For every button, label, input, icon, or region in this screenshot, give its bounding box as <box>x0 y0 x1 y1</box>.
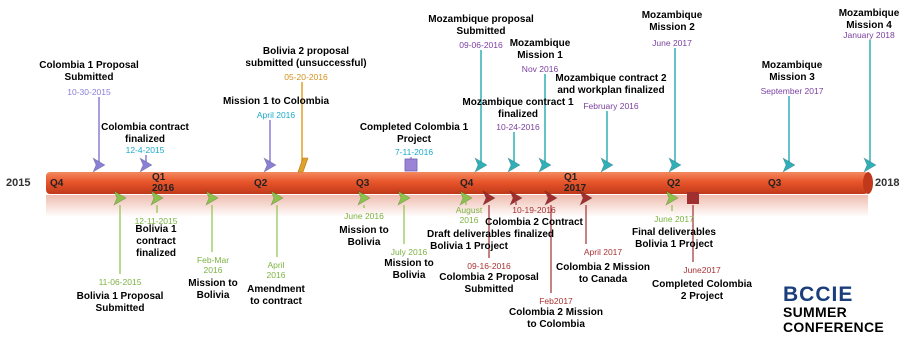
marker-moz-mission4 <box>863 157 877 173</box>
logo-line2: SUMMER <box>783 304 848 320</box>
marker-completed-colombia2 <box>687 192 699 204</box>
quarter-label: Q2 <box>667 178 681 189</box>
date-moz-mission1: Nov 2016 <box>521 64 559 74</box>
marker-mission1-colombia <box>263 157 277 173</box>
label-bolivia2-proposal: Bolivia 2 proposal submitted (unsuccessf… <box>245 46 367 69</box>
timeline-bar-reflection <box>46 195 868 217</box>
marker-colombia-contract <box>139 157 153 173</box>
label-draft-deliverables: Draft deliverables Bolivia 1 Project <box>427 229 511 252</box>
bccie-logo: BCCIE SUMMER CONFERENCE <box>783 283 901 335</box>
label-moz-contract1: Mozambique contract 1 finalized <box>462 97 574 120</box>
date-bolivia1-proposal: 11-06-2015 <box>98 277 142 287</box>
marker-bolivia1-proposal <box>113 190 127 206</box>
quarter-label: Q4 <box>460 178 474 189</box>
label-moz-contract2: Mozambique contract 2 and workplan final… <box>555 73 667 96</box>
label-moz-mission2: Mozambique Mission 2 <box>641 10 703 33</box>
date-moz-contract2: February 2016 <box>583 101 639 111</box>
quarter-label: Q4 <box>50 178 64 189</box>
label-colombia1-proposal: Colombia 1 Proposal Submitted <box>39 60 139 83</box>
marker-mission-bolivia-june <box>357 190 371 206</box>
label-colombia-contract: Colombia contract finalized <box>101 122 189 145</box>
quarter-label: Q1 2016 <box>152 172 175 194</box>
label-colombia2-mission-canada: Colombia 2 Mission to Canada <box>556 262 650 285</box>
label-mission1-colombia: Mission 1 to Colombia <box>222 96 330 107</box>
date-colombia2-mission-canada: April 2017 <box>583 247 623 257</box>
label-mission-bolivia-july: Mission to Bolivia <box>384 258 434 281</box>
quarter-label: Q1 2017 <box>564 172 587 194</box>
label-colombia2-contract: Colombia 2 Contract finalized <box>485 217 583 240</box>
year-label-start: 2015 <box>6 177 31 189</box>
marker-colombia2-mission-canada <box>579 190 593 206</box>
timeline-bar <box>46 172 868 194</box>
date-amendment: April 2016 <box>266 260 286 280</box>
label-moz-mission4: Mozambique Mission 4 <box>838 8 900 31</box>
date-mission1-colombia: April 2016 <box>256 110 296 120</box>
marker-colombia2-proposal <box>482 190 496 206</box>
quarter-label: Q3 <box>356 178 370 189</box>
date-colombia2-proposal: 09-16-2016 <box>467 261 511 271</box>
label-bolivia1-proposal: Bolivia 1 Proposal Submitted <box>76 291 164 314</box>
logo-line1: BCCIE <box>783 283 854 306</box>
date-colombia2-mission-colombia: Feb2017 <box>539 296 573 306</box>
date-completed-colombia1: 7-11-2016 <box>394 147 434 157</box>
label-amendment: Amendment to contract <box>247 284 305 307</box>
date-mission-bolivia-july: July 2016 <box>390 247 428 257</box>
date-bolivia2-proposal: 05-20-2016 <box>284 72 328 82</box>
date-colombia1-proposal: 10-30-2015 <box>67 87 111 97</box>
timeline-bar-end <box>863 172 873 194</box>
marker-completed-colombia1 <box>404 158 418 172</box>
date-mission-bolivia-june: June 2016 <box>344 211 384 221</box>
logo-line3: CONFERENCE <box>783 319 885 335</box>
label-colombia2-proposal: Colombia 2 Proposal Submitted <box>439 272 539 295</box>
marker-bolivia2-proposal <box>297 157 309 173</box>
label-mission-bolivia-june: Mission to Bolivia <box>339 225 389 248</box>
date-colombia-contract: 12-4-2015 <box>125 145 165 155</box>
date-moz-mission3: September 2017 <box>760 86 824 96</box>
year-label-end: 2018 <box>875 177 900 189</box>
date-moz-proposal: 09-06-2016 <box>459 40 503 50</box>
date-moz-contract1: 10-24-2016 <box>496 122 540 132</box>
marker-colombia1-proposal <box>92 157 106 173</box>
marker-moz-contract1 <box>507 157 521 173</box>
label-colombia2-mission-colombia: Colombia 2 Mission to Colombia <box>509 307 603 330</box>
marker-mission-bolivia-febmar <box>205 190 219 206</box>
marker-bolivia1-contract <box>150 190 164 206</box>
date-moz-mission4: January 2018 <box>843 30 895 40</box>
quarter-label: Q3 <box>768 178 782 189</box>
marker-draft-deliverables <box>459 190 473 206</box>
marker-moz-mission2 <box>668 157 682 173</box>
label-completed-colombia1: Completed Colombia 1 Project <box>359 122 469 145</box>
marker-mission-bolivia-july <box>397 190 411 206</box>
marker-final-deliverables <box>665 190 679 206</box>
date-moz-mission2: June 2017 <box>652 38 692 48</box>
label-moz-mission1: Mozambique Mission 1 <box>509 38 571 61</box>
label-mission-bolivia-febmar: Mission to Bolivia <box>188 278 238 301</box>
date-mission-bolivia-febmar: Feb-Mar 2016 <box>196 255 230 275</box>
date-final-deliverables: June 2017 <box>654 214 694 224</box>
date-draft-deliverables: August 2016 <box>455 205 483 225</box>
date-bolivia1-contract: 12-11-2015 <box>134 216 178 226</box>
label-final-deliverables: Final deliverables Bolivia 1 Project <box>632 227 716 250</box>
marker-colombia2-mission-colombia <box>544 190 558 206</box>
label-moz-mission3: Mozambique Mission 3 <box>761 60 823 83</box>
date-colombia2-contract: 10-19-2016 <box>512 205 556 215</box>
marker-colombia2-contract <box>509 190 523 206</box>
date-completed-colombia2: June2017 <box>683 265 721 275</box>
marker-moz-proposal <box>474 157 488 173</box>
quarter-label: Q2 <box>254 178 268 189</box>
marker-moz-mission3 <box>782 157 796 173</box>
label-completed-colombia2: Completed Colombia 2 Project <box>651 279 753 302</box>
marker-moz-mission1 <box>538 157 552 173</box>
marker-amendment <box>270 190 284 206</box>
marker-moz-contract2 <box>600 157 614 173</box>
label-bolivia1-contract: Bolivia 1 contract finalized <box>135 224 177 259</box>
label-moz-proposal: Mozambique proposal Submitted <box>428 14 534 37</box>
